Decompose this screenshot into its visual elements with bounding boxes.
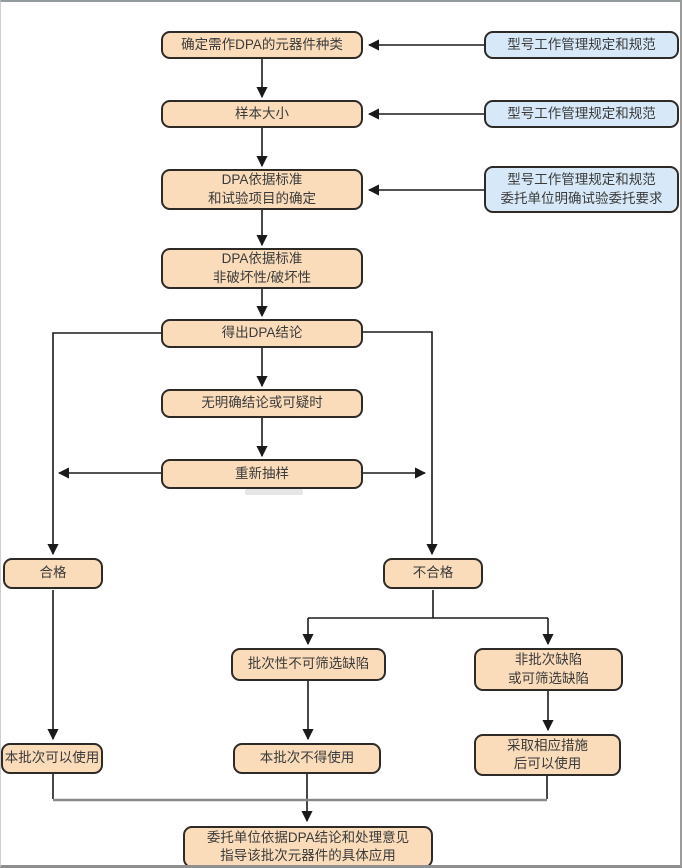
node-label: 本批次可以使用: [4, 750, 100, 766]
node-label: 不合格: [412, 565, 454, 581]
node-label: 型号工作管理规定和规范: [507, 36, 656, 52]
node-sample-size: 样本大小: [161, 100, 363, 128]
node-ref-spec-3: 型号工作管理规定和规范 委托单位明确试验委托要求: [484, 166, 679, 213]
node-label: 确定需作DPA的元器件种类: [181, 36, 343, 52]
node-label: 批次性不可筛选缺陷: [247, 656, 370, 672]
node-label: 合格: [39, 565, 67, 581]
node-label: 样本大小: [235, 105, 289, 121]
node-final-application: 委托单位依据DPA结论和处理意见 指导该批次元器件的具体应用: [183, 826, 433, 865]
shadow-artifact: [245, 489, 303, 495]
node-resample: 重新抽样: [161, 459, 363, 489]
node-dpa-standard-items: DPA依据标准 和试验项目的确定: [161, 169, 363, 210]
node-label: 得出DPA结论: [221, 325, 303, 341]
node-label: 采取相应措施 后可以使用: [507, 737, 588, 771]
node-measures: 采取相应措施 后可以使用: [474, 734, 621, 776]
node-label: DPA依据标准 和试验项目的确定: [208, 172, 316, 206]
node-label: 非批次缺陷 或可筛选缺陷: [508, 652, 589, 686]
node-label: 重新抽样: [235, 465, 289, 481]
node-batch-defect: 批次性不可筛选缺陷: [231, 648, 386, 681]
node-label: DPA依据标准 非破坏性/破坏性: [212, 251, 312, 285]
node-label: 型号工作管理规定和规范: [507, 105, 656, 121]
node-label: 本批次不得使用: [259, 750, 355, 766]
node-usable: 本批次可以使用: [1, 743, 103, 774]
node-pass: 合格: [3, 558, 103, 589]
node-ref-spec-1: 型号工作管理规定和规范: [484, 31, 679, 59]
node-dpa-standard-destructive: DPA依据标准 非破坏性/破坏性: [161, 248, 363, 289]
node-conclusion: 得出DPA结论: [161, 319, 363, 348]
node-fail: 不合格: [383, 558, 483, 589]
node-label: 无明确结论或可疑时: [201, 395, 323, 411]
node-determine-type: 确定需作DPA的元器件种类: [161, 31, 363, 59]
node-label: 委托单位依据DPA结论和处理意见 指导该批次元器件的具体应用: [206, 829, 410, 863]
node-nonbatch-defect: 非批次缺陷 或可筛选缺陷: [474, 648, 623, 691]
node-unclear: 无明确结论或可疑时: [161, 389, 363, 418]
edge-conclusion-to-pass: [47, 332, 161, 556]
node-label: 型号工作管理规定和规范 委托单位明确试验委托要求: [500, 172, 663, 206]
node-ref-spec-2: 型号工作管理规定和规范: [484, 100, 679, 128]
edge-conclusion-to-fail: [363, 331, 438, 556]
node-not-usable: 本批次不得使用: [233, 743, 381, 774]
